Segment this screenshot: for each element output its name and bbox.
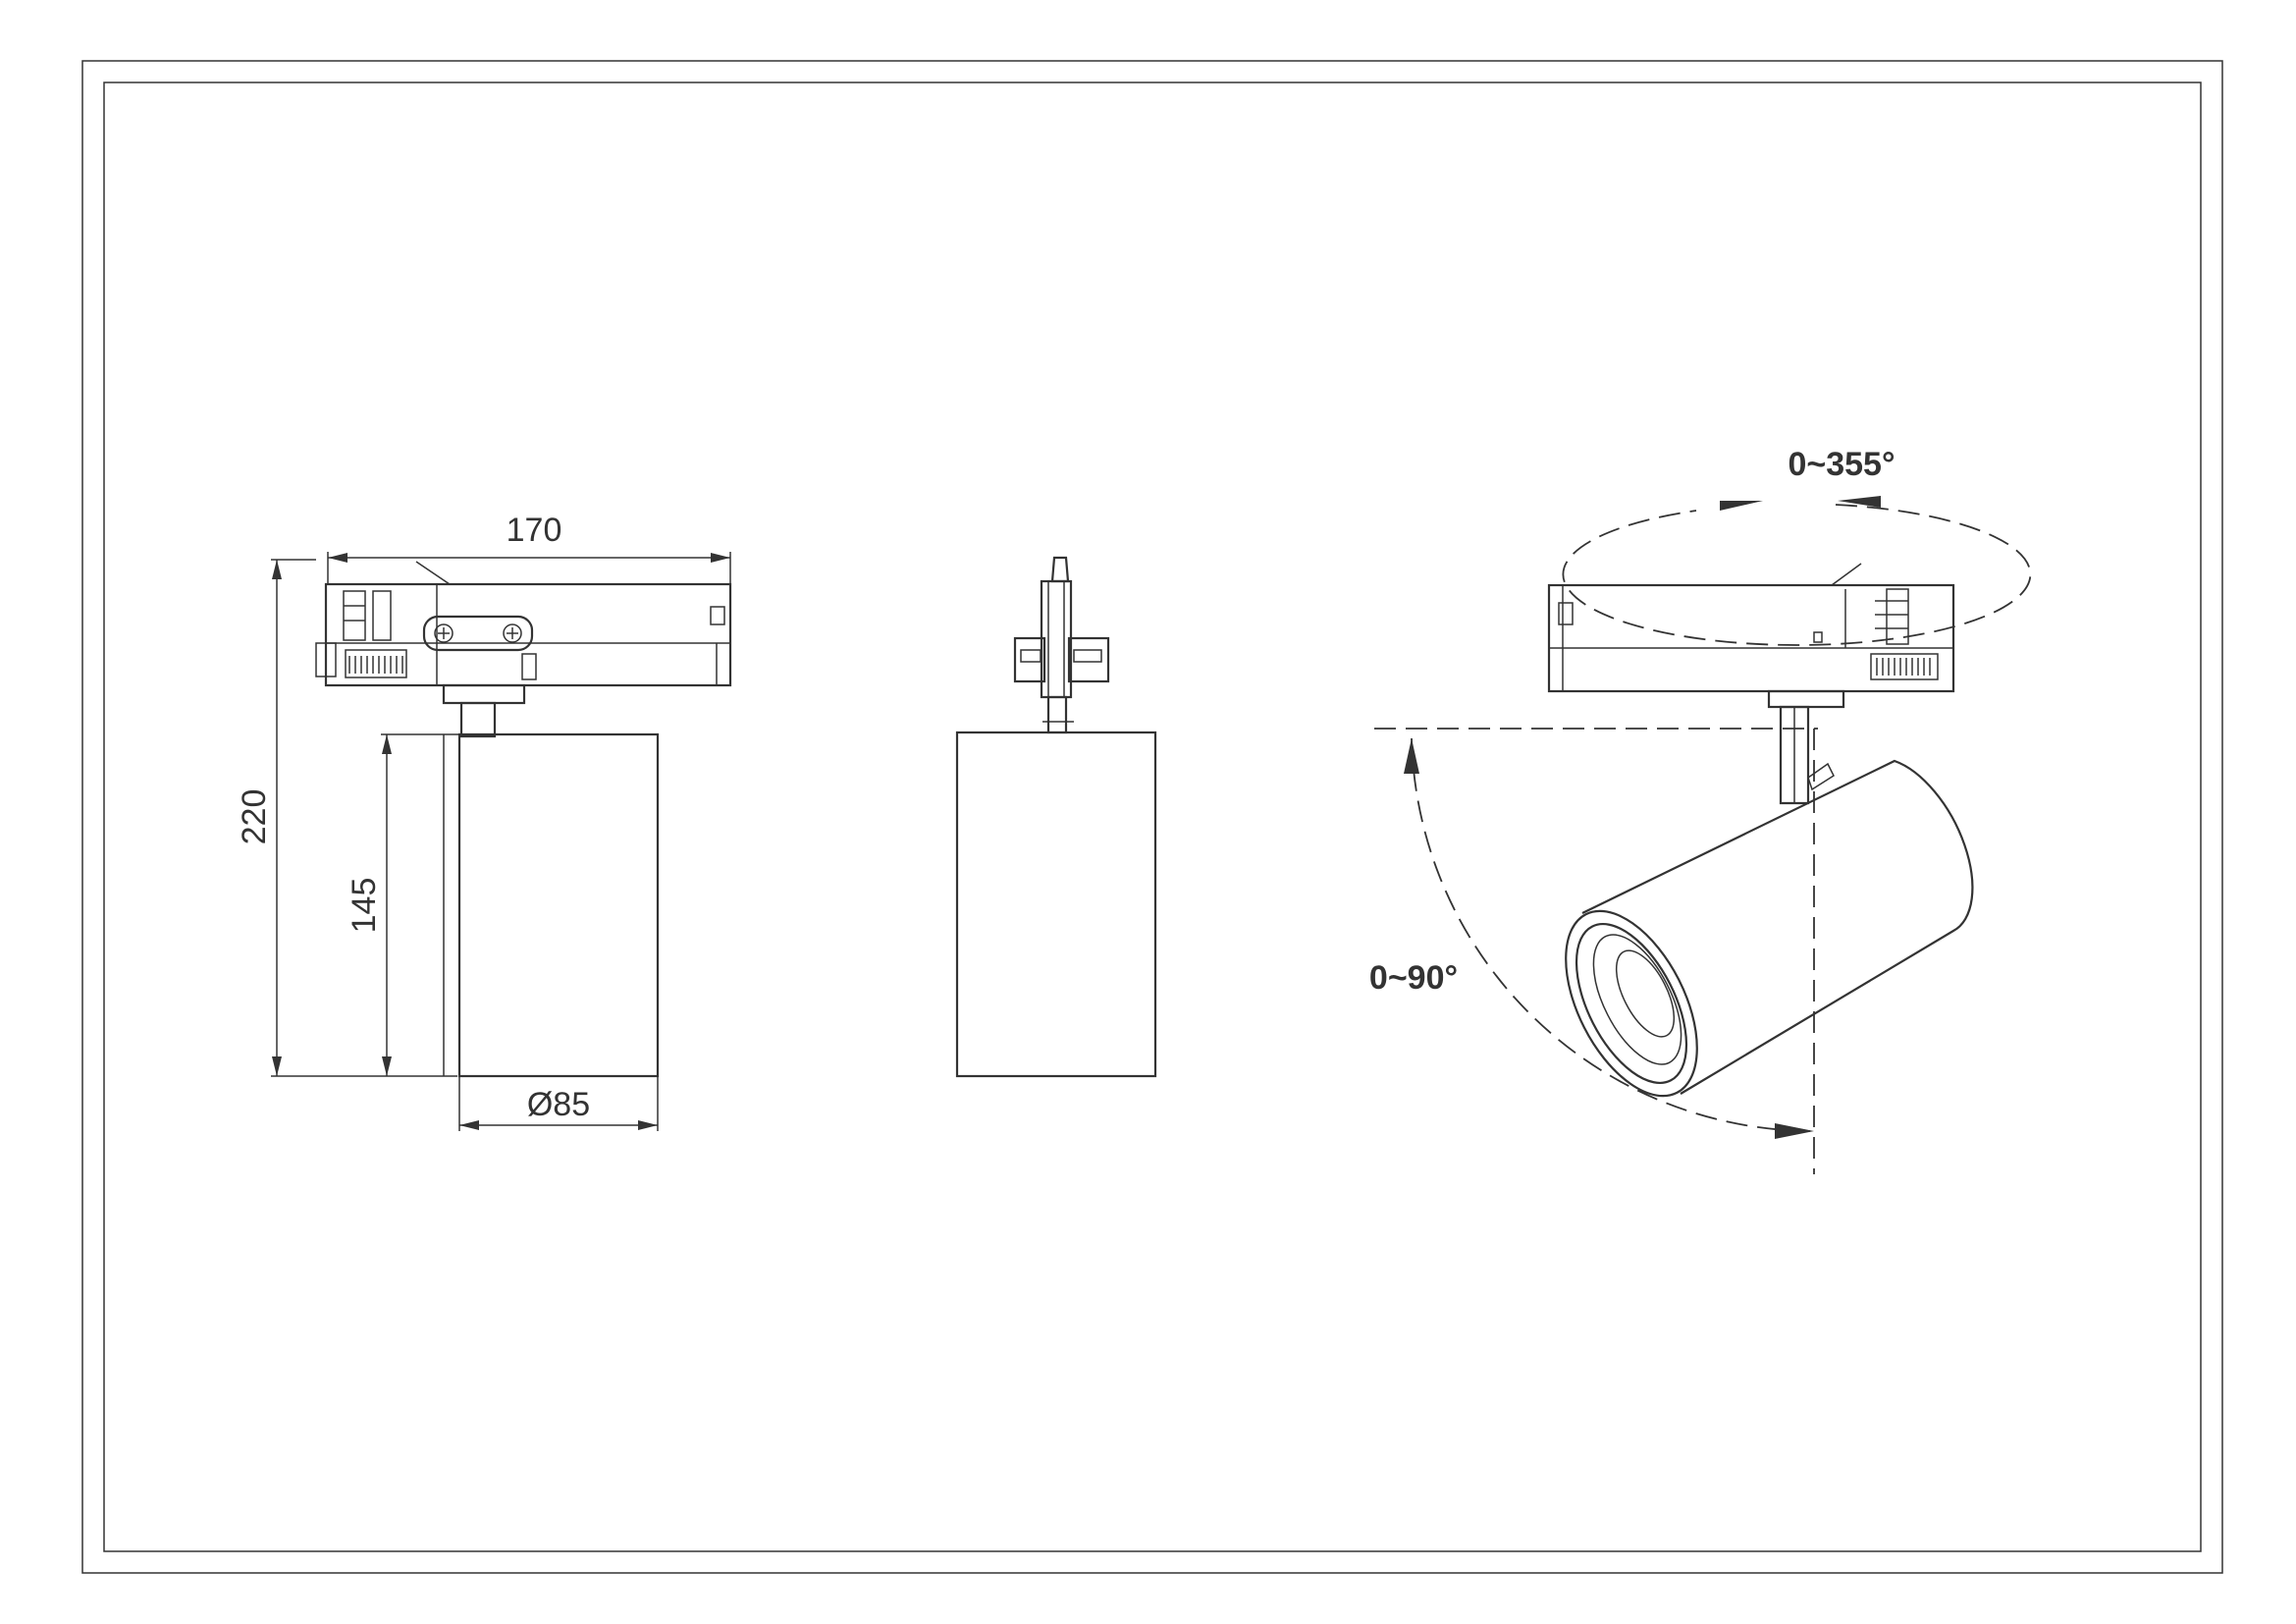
front-view — [315, 561, 732, 1078]
side-adapter — [1040, 579, 1073, 699]
width-label: 170 — [507, 512, 562, 549]
front-adapter-contacts — [315, 590, 392, 677]
dimension-body-height: 145 — [346, 733, 444, 1076]
rotation-arrow-left — [1720, 501, 1763, 511]
perspective-cylinder — [1565, 759, 1974, 1098]
diameter-label: Ø85 — [527, 1086, 590, 1123]
side-top-clip — [1050, 556, 1070, 583]
body-height-label: 145 — [346, 878, 383, 934]
front-end-label — [710, 606, 725, 625]
dimension-width: 170 — [327, 512, 731, 584]
side-view — [955, 556, 1157, 1078]
tilt-arrow-bottom — [1775, 1123, 1814, 1139]
tilt-rotation-label: 0~90° — [1369, 959, 1458, 997]
perspective-lock-lever — [1870, 653, 1939, 680]
front-swivel — [442, 683, 526, 705]
rotation-arrow-right — [1838, 496, 1881, 508]
side-stem — [1046, 695, 1068, 734]
front-adapter-housing — [324, 582, 732, 687]
rotation-path-horizontal — [1562, 504, 2032, 646]
dimension-total-height: 220 — [236, 559, 457, 1077]
side-right-lug — [1067, 636, 1110, 683]
front-lock-lever — [345, 649, 407, 678]
perspective-view: 0~355° 0~90° — [1369, 446, 2032, 1174]
total-height-label: 220 — [236, 789, 273, 845]
side-left-lug — [1013, 636, 1046, 683]
tilt-arrow-top — [1404, 738, 1419, 774]
perspective-adapter-housing — [1547, 563, 1955, 693]
perspective-swivel — [1767, 689, 1845, 709]
dimension-diameter: Ø85 — [458, 1076, 659, 1131]
side-cylinder-body — [955, 731, 1157, 1078]
perspective-lens-rim — [1565, 909, 1698, 1098]
drawing-frame — [81, 60, 2223, 1574]
front-cylinder-body — [457, 732, 660, 1078]
front-bracket-plate — [422, 615, 537, 680]
horizontal-rotation-label: 0~355° — [1788, 446, 1895, 483]
front-stem — [459, 701, 497, 738]
